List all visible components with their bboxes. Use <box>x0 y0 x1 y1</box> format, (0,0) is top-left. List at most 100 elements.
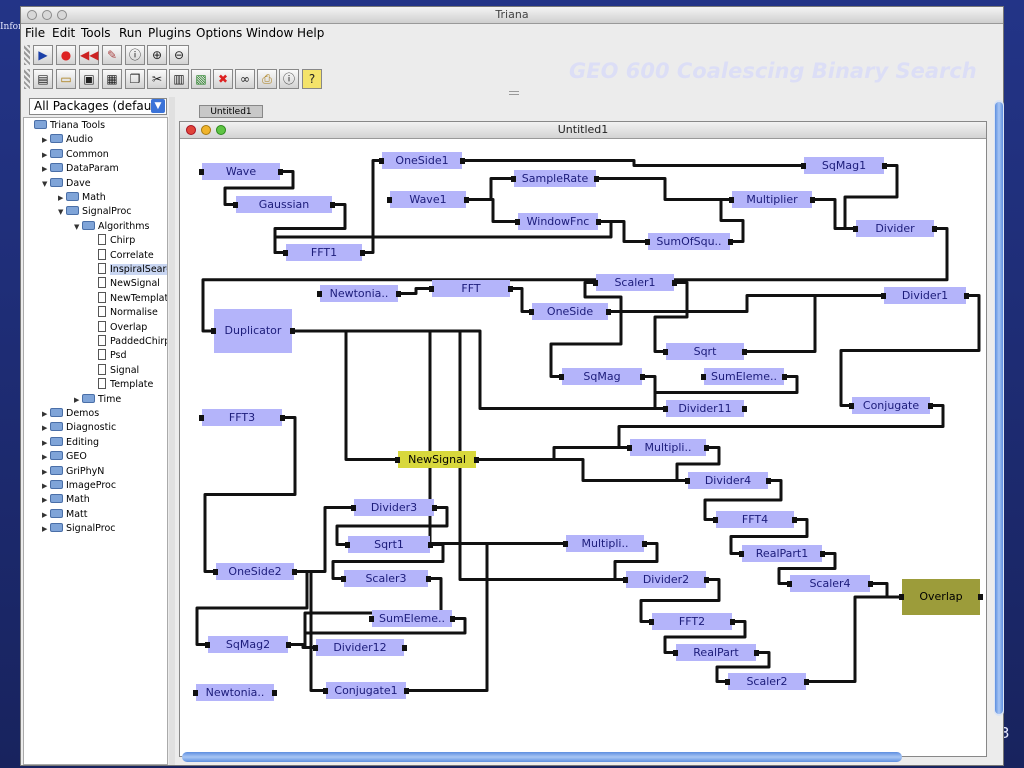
tree-item[interactable]: Correlate <box>90 248 154 262</box>
unit-conjugate1[interactable]: Conjugate1 <box>326 682 406 699</box>
unit-newtonia1[interactable]: Newtonia.. <box>320 285 398 302</box>
input-port[interactable] <box>341 575 346 582</box>
rewind-icon[interactable]: ◀◀ <box>79 45 99 65</box>
disclosure-closed-icon[interactable]: ▶ <box>42 467 48 476</box>
disclosure-open-icon[interactable]: ▼ <box>42 179 48 188</box>
connection-wire[interactable] <box>719 198 745 243</box>
connection-wire[interactable] <box>297 570 325 692</box>
print-icon[interactable]: ⎙ <box>257 69 277 89</box>
zoom-window-button[interactable] <box>57 10 67 20</box>
unit-scaler3[interactable]: Scaler3 <box>344 570 428 587</box>
new-icon[interactable]: ▤ <box>33 69 53 89</box>
connection-wire[interactable] <box>843 164 899 230</box>
unit-oneside1[interactable]: OneSide1 <box>382 152 462 169</box>
input-port[interactable] <box>559 373 564 380</box>
tree-item[interactable]: ▶SignalProc <box>42 522 115 535</box>
input-port[interactable] <box>713 516 718 523</box>
input-port[interactable] <box>853 225 858 232</box>
input-port[interactable] <box>649 618 654 625</box>
close-window-button[interactable] <box>27 10 37 20</box>
disclosure-closed-icon[interactable]: ▶ <box>42 453 48 462</box>
unit-sqmag1[interactable]: SqMag1 <box>804 157 884 174</box>
output-port[interactable] <box>964 292 969 299</box>
unit-sqrt1[interactable]: Sqrt1 <box>348 536 430 553</box>
output-port[interactable] <box>280 414 285 421</box>
input-port[interactable] <box>511 175 516 182</box>
disclosure-closed-icon[interactable]: ▶ <box>42 496 48 505</box>
output-port[interactable] <box>672 279 677 286</box>
output-port[interactable] <box>460 157 465 164</box>
input-port[interactable] <box>515 218 520 225</box>
output-port[interactable] <box>292 568 297 575</box>
connection-wire[interactable] <box>839 294 981 407</box>
output-port[interactable] <box>426 575 431 582</box>
unit-fft4[interactable]: FFT4 <box>716 511 794 528</box>
package-selector[interactable]: All Packages (default) <box>29 98 167 115</box>
tree-item[interactable]: ▼Dave <box>42 177 91 190</box>
tree-item[interactable]: Template <box>90 378 153 391</box>
connection-wire[interactable] <box>469 177 513 201</box>
unit-scaler1[interactable]: Scaler1 <box>596 274 674 291</box>
unit-divider1[interactable]: Divider1 <box>884 287 966 304</box>
input-port[interactable] <box>429 285 434 292</box>
connection-wire[interactable] <box>295 329 397 461</box>
unit-multipli2[interactable]: Multipli.. <box>566 535 644 552</box>
connection-wire[interactable] <box>195 570 309 646</box>
unit-overlap[interactable]: Overlap <box>902 579 980 615</box>
connection-wire[interactable] <box>873 582 901 599</box>
output-port[interactable] <box>804 678 809 685</box>
tree-item[interactable]: PaddedChirp <box>90 335 167 348</box>
unit-fft1[interactable]: FFT1 <box>286 244 362 261</box>
connection-wire[interactable] <box>815 198 855 230</box>
output-port[interactable] <box>396 290 401 297</box>
input-port[interactable] <box>345 541 350 548</box>
connection-wire[interactable] <box>747 294 883 353</box>
unit-divider4[interactable]: Divider4 <box>688 472 768 489</box>
input-port[interactable] <box>729 196 734 203</box>
output-port[interactable] <box>474 456 479 463</box>
play-icon[interactable]: ▶ <box>33 45 53 65</box>
connection-wire[interactable] <box>663 620 747 654</box>
menu-options[interactable]: Options <box>196 26 243 40</box>
disclosure-closed-icon[interactable]: ▶ <box>42 510 48 519</box>
zoom-workspace-button[interactable] <box>216 125 226 135</box>
workspace-tab[interactable]: Untitled1 <box>199 105 263 118</box>
tree-item[interactable]: ▶Audio <box>42 133 93 146</box>
output-port[interactable] <box>704 444 709 451</box>
tree-item[interactable]: ▶Common <box>42 148 109 161</box>
open-icon[interactable]: ▭ <box>56 69 76 89</box>
unit-multiplier[interactable]: Multiplier <box>732 191 812 208</box>
unit-scaler4[interactable]: Scaler4 <box>790 575 870 592</box>
connection-wire[interactable] <box>203 416 297 573</box>
output-port[interactable] <box>286 641 291 648</box>
connection-wire[interactable] <box>409 542 565 692</box>
input-port[interactable] <box>199 414 204 421</box>
output-port[interactable] <box>290 328 295 334</box>
unit-sqmag2[interactable]: SqMag2 <box>208 636 288 653</box>
unit-newsignal[interactable]: NewSignal <box>398 451 476 468</box>
tree-item[interactable]: Chirp <box>90 234 135 247</box>
output-port[interactable] <box>402 644 407 651</box>
output-port[interactable] <box>428 541 433 548</box>
disclosure-closed-icon[interactable]: ▶ <box>42 525 48 534</box>
tree-item[interactable]: ▼SignalProc <box>58 205 131 218</box>
tree-item[interactable]: Normalise <box>90 306 158 319</box>
menu-help[interactable]: Help <box>297 26 325 40</box>
connection-wire[interactable] <box>479 446 629 461</box>
tree-item[interactable]: ▶Demos <box>42 407 99 420</box>
unit-divider11[interactable]: Divider11 <box>666 400 744 417</box>
unit-oneside2[interactable]: OneSide2 <box>216 563 294 580</box>
output-port[interactable] <box>730 618 735 625</box>
unit-divider2[interactable]: Divider2 <box>626 571 706 588</box>
disclosure-closed-icon[interactable]: ▶ <box>42 136 48 145</box>
input-port[interactable] <box>563 540 568 547</box>
output-port[interactable] <box>596 218 601 225</box>
unit-divider12[interactable]: Divider12 <box>316 639 404 656</box>
input-port[interactable] <box>593 279 598 286</box>
unit-scaler2[interactable]: Scaler2 <box>728 673 806 690</box>
vertical-scrollbar-thumb[interactable] <box>995 102 1003 714</box>
input-port[interactable] <box>739 550 744 557</box>
minimize-window-button[interactable] <box>42 10 52 20</box>
input-port[interactable] <box>369 615 374 622</box>
